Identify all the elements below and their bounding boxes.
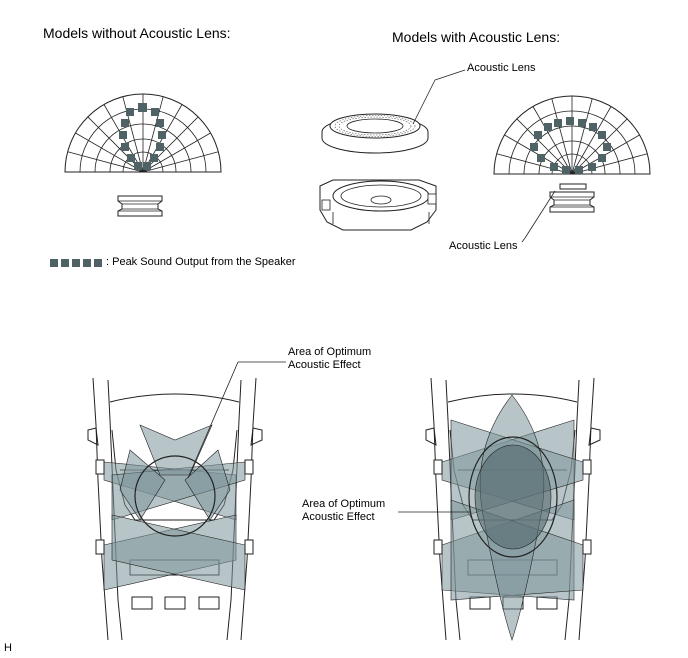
label-acoustic-lens-top: Acoustic Lens [467,62,536,74]
label-acoustic-lens-side: Acoustic Lens [449,240,518,252]
peak-markers-with-lens [530,117,611,174]
dispersion-fan-with-lens [493,95,651,175]
peak-markers-without-lens [119,103,166,170]
tweeter-without-lens [117,195,163,217]
legend-markers [50,259,102,267]
corner-mark: H [4,642,12,654]
speaker-unit [319,179,437,231]
label-optimum-left-2: Acoustic Effect [288,359,361,371]
label-optimum-left-1: Area of Optimum [288,346,372,358]
tweeter-with-lens [549,183,595,213]
dispersion-fan-without-lens [64,93,222,173]
car-without-lens [87,377,263,641]
heading-without-lens: Models without Acoustic Lens: [43,25,231,41]
label-optimum-right-1: Area of Optimum [302,498,386,510]
car-with-lens [425,377,601,641]
legend-label: : Peak Sound Output from the Speaker [106,256,296,268]
heading-with-lens: Models with Acoustic Lens: [392,29,561,45]
acoustic-lens-ring [321,113,429,154]
label-optimum-right-2: Acoustic Effect [302,511,375,523]
